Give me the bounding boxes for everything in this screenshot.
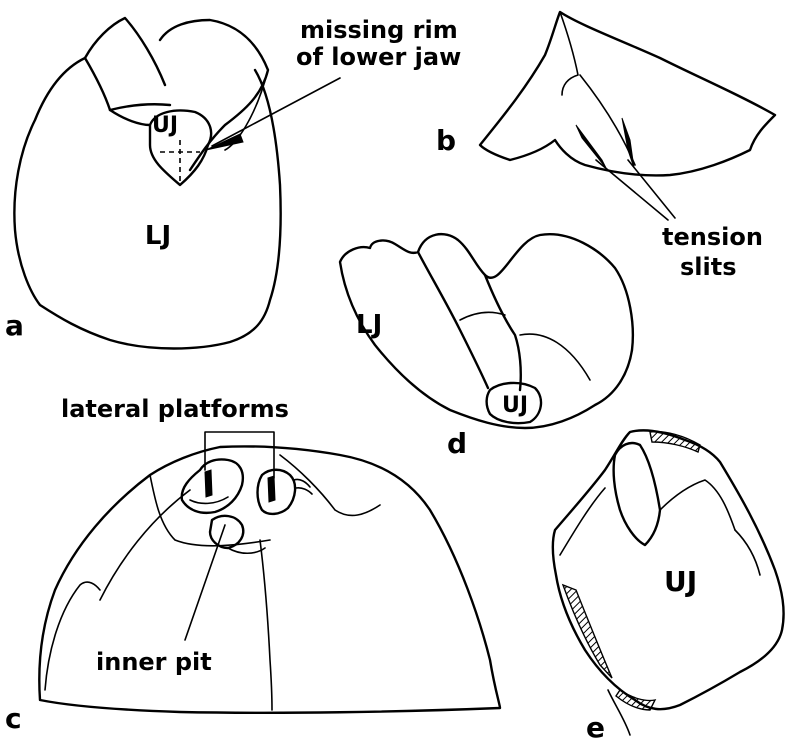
panel-d-inner-upper-jaw-strip bbox=[418, 252, 488, 388]
panel-e-inner-line-1 bbox=[660, 480, 735, 530]
panel-d-inner-strip-right bbox=[485, 275, 521, 390]
panel-c-letter: c bbox=[5, 702, 22, 735]
panel-e-inner-line-2 bbox=[735, 530, 760, 575]
panel-c-pit-curve bbox=[228, 548, 265, 553]
panel-e-hatch-bottom bbox=[616, 690, 655, 710]
panel-c-left-platform-inner bbox=[190, 497, 228, 503]
panel-c-right-platform-hairlines bbox=[294, 479, 312, 494]
panel-e: UJ e bbox=[553, 430, 784, 738]
panel-c-right-platform-mark bbox=[268, 476, 275, 502]
panel-b-tension-slit-1 bbox=[576, 125, 606, 168]
missing-rim-label-line1: missing rim bbox=[300, 16, 458, 44]
panel-c-right-platform bbox=[258, 470, 296, 514]
panel-b: b tension slits bbox=[436, 12, 775, 281]
missing-rim-label-line2: of lower jaw bbox=[296, 43, 461, 71]
panel-e-inner-flap bbox=[614, 443, 660, 545]
panel-b-outline bbox=[480, 12, 775, 175]
panel-e-upper-jaw-label: UJ bbox=[664, 565, 697, 598]
panel-a-lower-jaw-label: LJ bbox=[145, 221, 171, 251]
panel-d-inner-ridge-2 bbox=[520, 334, 590, 380]
panel-e-hatch-left bbox=[563, 585, 612, 678]
panel-b-leader-1 bbox=[596, 160, 668, 220]
panel-b-inner-ridge bbox=[560, 12, 578, 95]
panel-a-lower-jaw-left-lobe bbox=[85, 18, 165, 85]
panel-a-upper-jaw-label: UJ bbox=[152, 113, 178, 138]
tension-label-line2: slits bbox=[680, 253, 737, 281]
panel-c-central-fold bbox=[260, 540, 272, 710]
panel-d: LJ UJ d bbox=[340, 234, 633, 460]
panel-a-left-ridge-2 bbox=[110, 110, 150, 125]
lateral-platforms-bracket bbox=[205, 432, 274, 478]
panel-a: UJ LJ a missing rim of lower jaw bbox=[5, 16, 461, 349]
panel-d-lower-jaw-label: LJ bbox=[356, 310, 382, 340]
panel-c-left-platform-mark bbox=[205, 470, 212, 497]
lateral-platforms-label: lateral platforms bbox=[61, 395, 289, 423]
panel-d-upper-jaw-label: UJ bbox=[502, 393, 528, 418]
panel-d-inner-ridge bbox=[460, 312, 505, 320]
panel-d-letter: d bbox=[447, 427, 467, 460]
panel-c: lateral platforms inner pit c bbox=[5, 395, 500, 735]
panel-b-inner-ridge-2 bbox=[580, 75, 635, 165]
inner-pit-label: inner pit bbox=[96, 648, 212, 676]
tension-label-line1: tension bbox=[662, 223, 763, 251]
panel-c-left-platform bbox=[182, 459, 243, 512]
inner-pit-leader bbox=[185, 525, 225, 640]
panel-b-leader-2 bbox=[628, 160, 675, 218]
panel-a-lower-jaw-outline bbox=[14, 58, 280, 349]
panel-b-letter: b bbox=[436, 124, 456, 157]
panel-a-letter: a bbox=[5, 309, 24, 342]
panel-e-letter: e bbox=[586, 711, 605, 738]
panel-e-hatch-top bbox=[650, 432, 700, 452]
panel-c-inner-pit bbox=[210, 516, 243, 548]
